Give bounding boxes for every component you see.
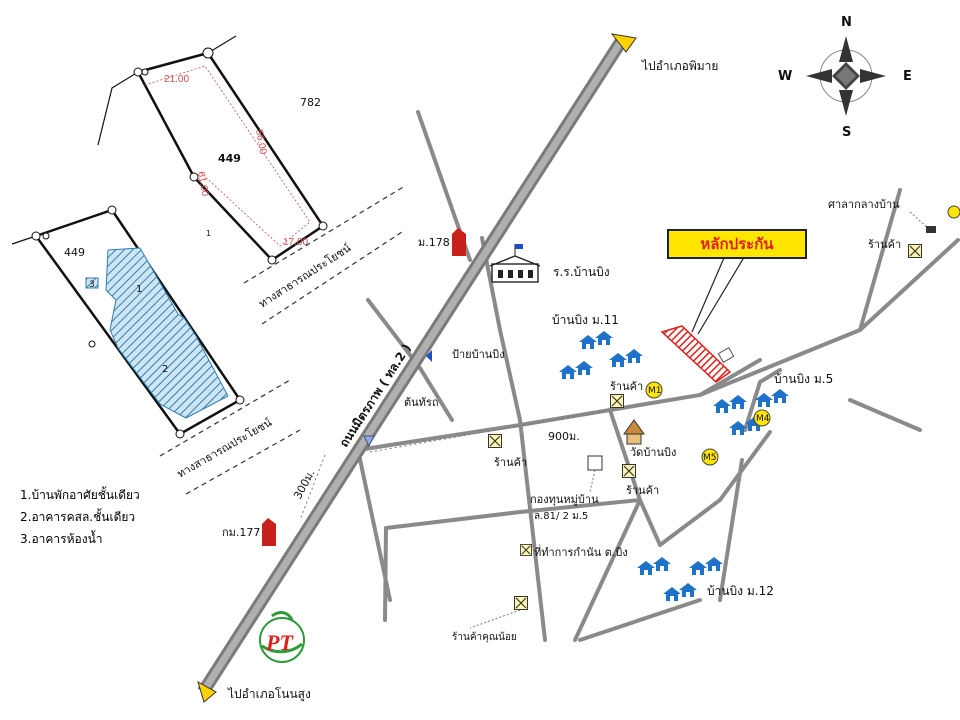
tag-m5: M5 bbox=[703, 453, 717, 463]
shop-center-icon bbox=[488, 434, 502, 448]
bus-stop-label: ป้ายบ้านบิง bbox=[452, 348, 505, 361]
upper-dim-top: 21.00 bbox=[164, 74, 189, 85]
km178-marker-icon bbox=[452, 228, 466, 256]
fund-label-2: ล.81/ 2 ม.5 bbox=[534, 511, 588, 522]
building-2-tag: 2 bbox=[162, 364, 168, 375]
collateral-callout: หลักประกัน bbox=[667, 229, 807, 259]
temple-label: วัดบ้านบิง bbox=[630, 446, 676, 459]
compass-w: W bbox=[778, 69, 792, 84]
village11-label: บ้านบิง ม.11 bbox=[552, 313, 619, 327]
school-label: ร.ร.บ้านบิง bbox=[553, 265, 610, 279]
tag-m1-icon bbox=[645, 381, 663, 399]
fund-icon bbox=[587, 455, 603, 471]
km177-label: กม.177 bbox=[222, 526, 260, 539]
shop-m1-icon bbox=[610, 394, 624, 408]
houses-m11 bbox=[559, 331, 643, 379]
pavilion-icon bbox=[926, 226, 936, 233]
lower-plot bbox=[11, 205, 245, 439]
destination-south: ไปอำเภอโนนสูง bbox=[227, 687, 311, 702]
pavilion-label: ศาลากลางบ้าน bbox=[828, 198, 900, 211]
upper-dim-right: 56.00 bbox=[253, 129, 268, 156]
shop-south-icon bbox=[622, 464, 636, 478]
shop-center-label: ร้านค้า bbox=[494, 456, 527, 469]
building-3-tag: 3 bbox=[89, 280, 95, 290]
legend-item-2: 2.อาคารคสล.ชั้นเดียว bbox=[20, 510, 136, 524]
legend-item-3: 3.อาคารห้องน้ำ bbox=[20, 532, 103, 546]
fund-label-1: กองทุนหมู่บ้าน bbox=[530, 493, 599, 506]
shop-south-label: ร้านค้า bbox=[626, 484, 659, 497]
tree-label: ต้นทัรถ bbox=[404, 396, 438, 409]
tag-m4-icon bbox=[753, 409, 771, 427]
compass-rose-icon bbox=[806, 36, 886, 116]
shop-east-icon bbox=[908, 244, 922, 258]
distance-900: 900ม. bbox=[548, 430, 580, 443]
public-way-1-label: ทางสาธารณประโยชน์ bbox=[256, 240, 354, 310]
tag-m5-icon bbox=[701, 448, 719, 466]
small-shop-label: ร้านค้าคุณน้อย bbox=[452, 631, 517, 643]
headman-label: ที่ทำการกำนัน ต.บิง bbox=[534, 544, 628, 559]
upper-plot bbox=[97, 35, 328, 265]
headman-icon bbox=[520, 544, 532, 556]
neighbor-plot-number: 782 bbox=[300, 96, 321, 109]
collateral-plot bbox=[660, 325, 732, 383]
tag-m4: M4 bbox=[756, 414, 770, 424]
public-way-2-label: ทางสาธารณประโยชน์ bbox=[175, 415, 275, 481]
logo-text: PT bbox=[265, 630, 294, 655]
lower-plot-number: 449 bbox=[64, 246, 85, 259]
small-shop-icon bbox=[514, 596, 528, 610]
company-logo bbox=[259, 611, 305, 663]
km177-marker-icon bbox=[262, 518, 276, 546]
legend: 1.บ้านพักอาศัยชั้นเดียว 2.อาคารคสล.ชั้นเ… bbox=[20, 484, 140, 550]
compass-s: S bbox=[842, 125, 851, 140]
upper-plot-number: 449 bbox=[218, 152, 241, 165]
village12-label: บ้านบิง ม.12 bbox=[707, 584, 774, 598]
bus-stop-icon bbox=[426, 350, 432, 362]
shop-east-label: ร้านค้า bbox=[868, 238, 901, 251]
local-roads bbox=[356, 110, 960, 642]
upper-dim-left: 61.00 bbox=[195, 171, 210, 198]
destination-north: ไปอำเภอพิมาย bbox=[641, 59, 718, 73]
road-sign-icon bbox=[363, 435, 375, 448]
school-icon bbox=[489, 244, 541, 283]
upper-dim-bottom: 17.00 bbox=[283, 237, 308, 248]
compass-e: E bbox=[903, 69, 912, 84]
north-arrow-icon bbox=[610, 33, 637, 53]
temple-icon bbox=[623, 419, 645, 445]
shop-m1-label: ร้านค้า bbox=[610, 380, 643, 393]
village5-label: บ้านบิง ม.5 bbox=[774, 372, 833, 386]
building-1-tag: 1 bbox=[136, 284, 142, 295]
south-arrow-icon bbox=[197, 680, 217, 703]
km178-label: ม.178 bbox=[418, 236, 450, 249]
upper-small-mark: 1 bbox=[206, 229, 211, 238]
tag-m1: M1 bbox=[648, 386, 662, 396]
legend-item-1: 1.บ้านพักอาศัยชั้นเดียว bbox=[20, 488, 140, 502]
compass-n: N bbox=[841, 15, 852, 30]
